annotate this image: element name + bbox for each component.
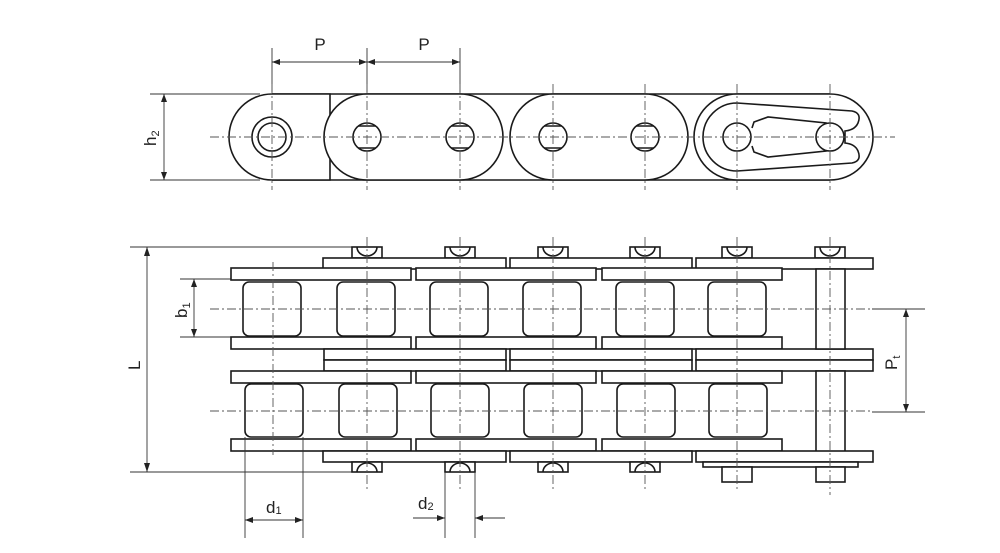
link-plate-1 [323,93,504,181]
inner-width-label: b1 [172,302,193,318]
pitch-label-2: P [418,35,429,54]
pitch-label-1: P [314,35,325,54]
inner-plates-row3 [230,370,783,384]
total-length-label: L [125,361,144,370]
outer-plates-bottom [322,450,874,468]
roller-diameter-label: d1 [266,498,282,517]
outer-plates-top [322,257,874,270]
plate-height-label: h2 [141,130,162,146]
middle-plates [323,348,874,372]
roller-diameter-dimension: d1 [244,437,304,538]
transverse-pitch-dimension: Pt [872,308,925,413]
link-plate-2 [509,93,689,181]
inner-width-dimension: b1 [172,278,240,338]
transverse-pitch-label: Pt [882,356,903,370]
top-view: L b1 Pt [125,237,925,538]
inner-plates-row1 [230,267,783,281]
side-plates [228,93,874,181]
pin-heads-top [351,246,846,259]
side-centerlines [210,84,895,190]
inner-plates-row4 [230,438,783,452]
pin-diameter-dimension: d2 [413,472,505,538]
pin-diameter-label: d2 [418,494,434,513]
rollers-strand-2 [244,383,768,438]
inner-plates-row2 [230,336,783,350]
top-centerlines [210,237,872,495]
plate-height-dimension: h2 [141,93,260,181]
side-view: P P h2 [141,35,895,190]
pitch-dimension: P P [271,35,461,92]
